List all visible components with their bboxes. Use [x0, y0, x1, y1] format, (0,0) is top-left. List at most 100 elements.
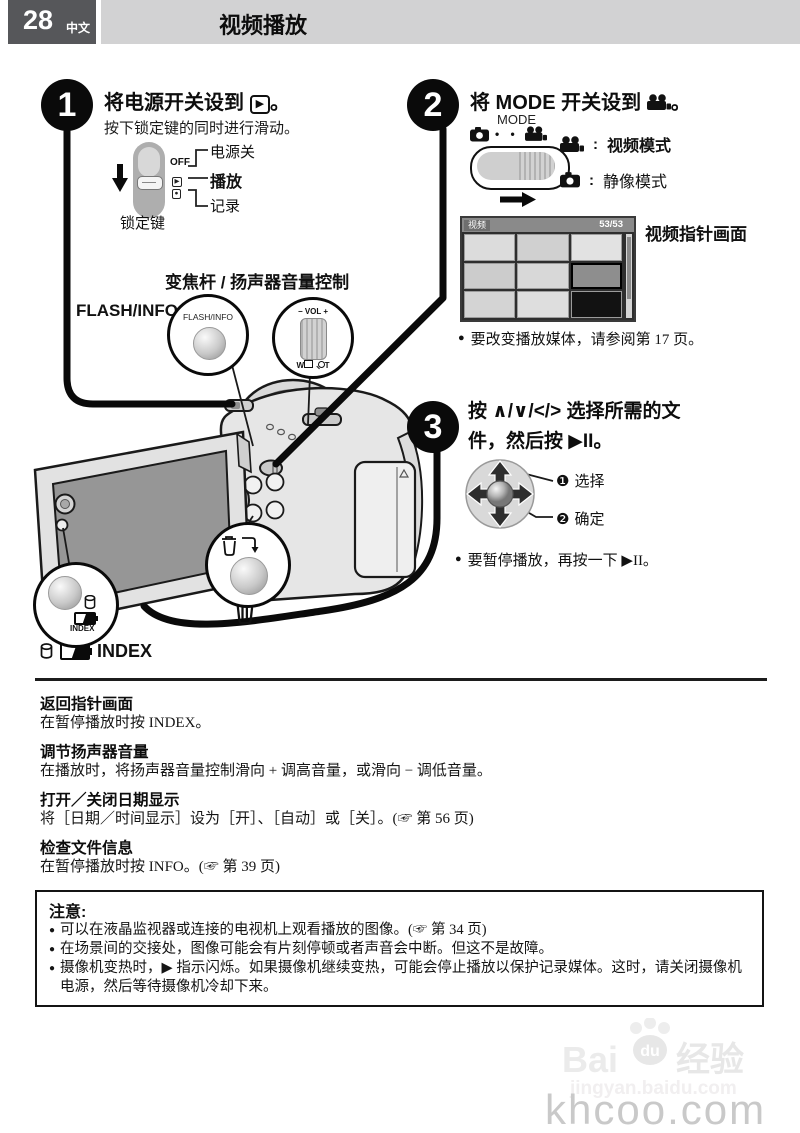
- section-heading: 检查文件信息: [40, 840, 134, 857]
- note-bullets: ● 可以在液晶监视器或连接的电视机上观看播放的图像。(☞ 第 34 页) ● 在…: [49, 921, 749, 997]
- volume-zoom-callout: − VOL + W T: [272, 297, 354, 379]
- section-body: 在播放时，将扬声器音量控制滑向 + 调高音量，或滑向 − 调低音量。: [40, 763, 492, 779]
- slide-down-arrow-icon: [112, 164, 128, 192]
- flash-info-button-text: FLASH/INFO: [182, 312, 234, 322]
- step-3-title-line2: 件，然后按 ▶II。: [468, 431, 613, 452]
- note-bullet: ● 在场景间的交接处，图像可能会有片刻停顿或者声音会中断。但这不是故障。: [49, 941, 554, 957]
- thumbnail: [517, 234, 569, 261]
- still-mode-icon: [470, 126, 489, 141]
- thumbnail-selected: [570, 262, 622, 290]
- wide-icon: [304, 360, 314, 368]
- index-screen-header: 视频 53/53: [462, 218, 634, 232]
- step-2-note: ● 要改变播放媒体，请参阅第 17 页。: [458, 332, 704, 348]
- power-switch-knob: [137, 176, 163, 190]
- file-counter: 53/53: [599, 219, 623, 230]
- index-button-text: INDEX: [70, 624, 95, 633]
- vol-scale-label: − VOL +: [297, 307, 329, 316]
- media-tab: 视频: [464, 219, 491, 231]
- section-divider: [35, 678, 767, 681]
- mode-switch-slider: [477, 152, 555, 180]
- video-index-screen: 视频 53/53: [460, 216, 636, 322]
- thumbnail: [464, 234, 516, 261]
- playback-label: 播放: [210, 174, 243, 191]
- watermark-brand: Bai du 经验: [562, 1018, 744, 1081]
- record-marker-icon: ●: [172, 182, 181, 200]
- media-cylinder-icon: [40, 643, 53, 659]
- battery-icon: [74, 612, 98, 625]
- thumbnail-empty: [570, 291, 622, 318]
- zoom-lever-label: 变焦杆 / 扬声器音量控制: [165, 273, 350, 292]
- step-1-number: 1: [41, 79, 93, 131]
- step-1-subtitle: 按下锁定键的同时进行滑动。: [104, 121, 300, 137]
- set-joystick-icon: [465, 459, 535, 529]
- flash-info-label: FLASH/INFO: [76, 301, 178, 320]
- mode-label: MODE: [497, 112, 536, 127]
- index-caption-row: INDEX: [40, 641, 152, 662]
- paw-du-text: du: [640, 1043, 660, 1060]
- section-heading: 调节扬声器音量: [40, 744, 149, 761]
- power-off-label: 电源关: [210, 145, 256, 161]
- step-3-title-line1: 按 ∧/∨/</> 选择所需的文: [468, 401, 681, 422]
- chapter-title-bar: 视频播放: [101, 0, 800, 44]
- mode-icons-row: • •: [470, 126, 547, 142]
- index-screen-caption: 视频指针画面: [645, 225, 747, 244]
- switch-bracket-lines: [188, 149, 208, 207]
- mode-switch-pill: [470, 146, 570, 190]
- note-title: 注意:: [49, 904, 87, 921]
- delete-button-callout: [205, 522, 291, 608]
- zoom-lever-slider: [300, 318, 327, 360]
- section-heading: 返回指针画面: [40, 696, 134, 713]
- note-box: 注意: ● 可以在液晶监视器或连接的电视机上观看播放的图像。(☞ 第 34 页)…: [35, 890, 764, 1007]
- magnifier-icon: [317, 361, 325, 368]
- select-callout: ❶ 选择: [556, 472, 605, 491]
- video-mode-legend: : 视频模式: [560, 132, 671, 156]
- index-button: [48, 576, 82, 610]
- page-number-block: 28 中文: [8, 0, 96, 44]
- still-mode-legend: : 静像模式: [560, 168, 667, 192]
- watermark-url: jingyan.baidu.com: [570, 1078, 737, 1099]
- step-2-title: 将 MODE 开关设到 。: [470, 92, 691, 114]
- video-mode-icon: [524, 126, 547, 141]
- note-bullet: ● 可以在液晶监视器或连接的电视机上观看播放的图像。(☞ 第 34 页): [49, 922, 487, 938]
- language-label: 中文: [66, 21, 91, 35]
- thumbnail-grid: [464, 234, 622, 318]
- lock-key-label: 锁定键: [120, 216, 166, 232]
- step-2-number: 2: [407, 79, 459, 131]
- section-body: 在暂停播放时按 INDEX。: [40, 715, 211, 731]
- mode-switch-ribs: [519, 152, 555, 180]
- index-caption: INDEX: [97, 641, 153, 661]
- two-badge: ❷: [556, 510, 570, 528]
- one-badge: ❶: [556, 472, 570, 490]
- flash-info-callout: FLASH/INFO: [167, 294, 249, 376]
- section-heading: 打开／关闭日期显示: [40, 792, 180, 809]
- flash-info-button: [193, 327, 226, 360]
- video-mode-label: 视频模式: [607, 138, 672, 155]
- video-mode-icon: [646, 94, 671, 110]
- step-3-note: ● 要暂停播放，再按一下 ▶II。: [455, 553, 658, 569]
- play-key-icon: ▶: [249, 95, 271, 114]
- thumbnail: [517, 262, 569, 290]
- thumbnail: [464, 262, 516, 290]
- step-3-number: 3: [407, 401, 459, 453]
- record-label: 记录: [210, 199, 241, 215]
- note-bullet: ● 摄像机变热时，▶ 指示闪烁。如果摄像机继续变热，可能会停止播放以保护记录媒体…: [49, 960, 742, 995]
- still-mode-icon: [560, 172, 580, 188]
- still-mode-label: 静像模式: [603, 174, 668, 191]
- thumbnail: [570, 234, 622, 261]
- thumbnail: [464, 291, 516, 318]
- watermark-site: khcoo.com: [545, 1086, 767, 1133]
- index-button-callout: INDEX: [33, 562, 119, 648]
- trash-hold-icon: [222, 536, 259, 556]
- section-body: 在暂停播放时按 INFO。(☞ 第 39 页): [40, 859, 280, 875]
- index-scrollbar: [626, 234, 632, 318]
- slide-right-arrow-icon: [500, 192, 536, 207]
- video-mode-icon: [560, 135, 584, 152]
- step-1-title: 将电源开关设到 ▶。: [104, 92, 291, 114]
- wide-tele-labels: W T: [296, 360, 330, 370]
- power-switch-track: [138, 147, 160, 177]
- mode-dots: • •: [495, 127, 519, 141]
- section-body: 将［日期／时间显示］设为［开］、［自动］或［关］。(☞ 第 56 页): [40, 811, 474, 827]
- paw-icon: du: [624, 1018, 676, 1068]
- page-number: 28: [23, 5, 54, 35]
